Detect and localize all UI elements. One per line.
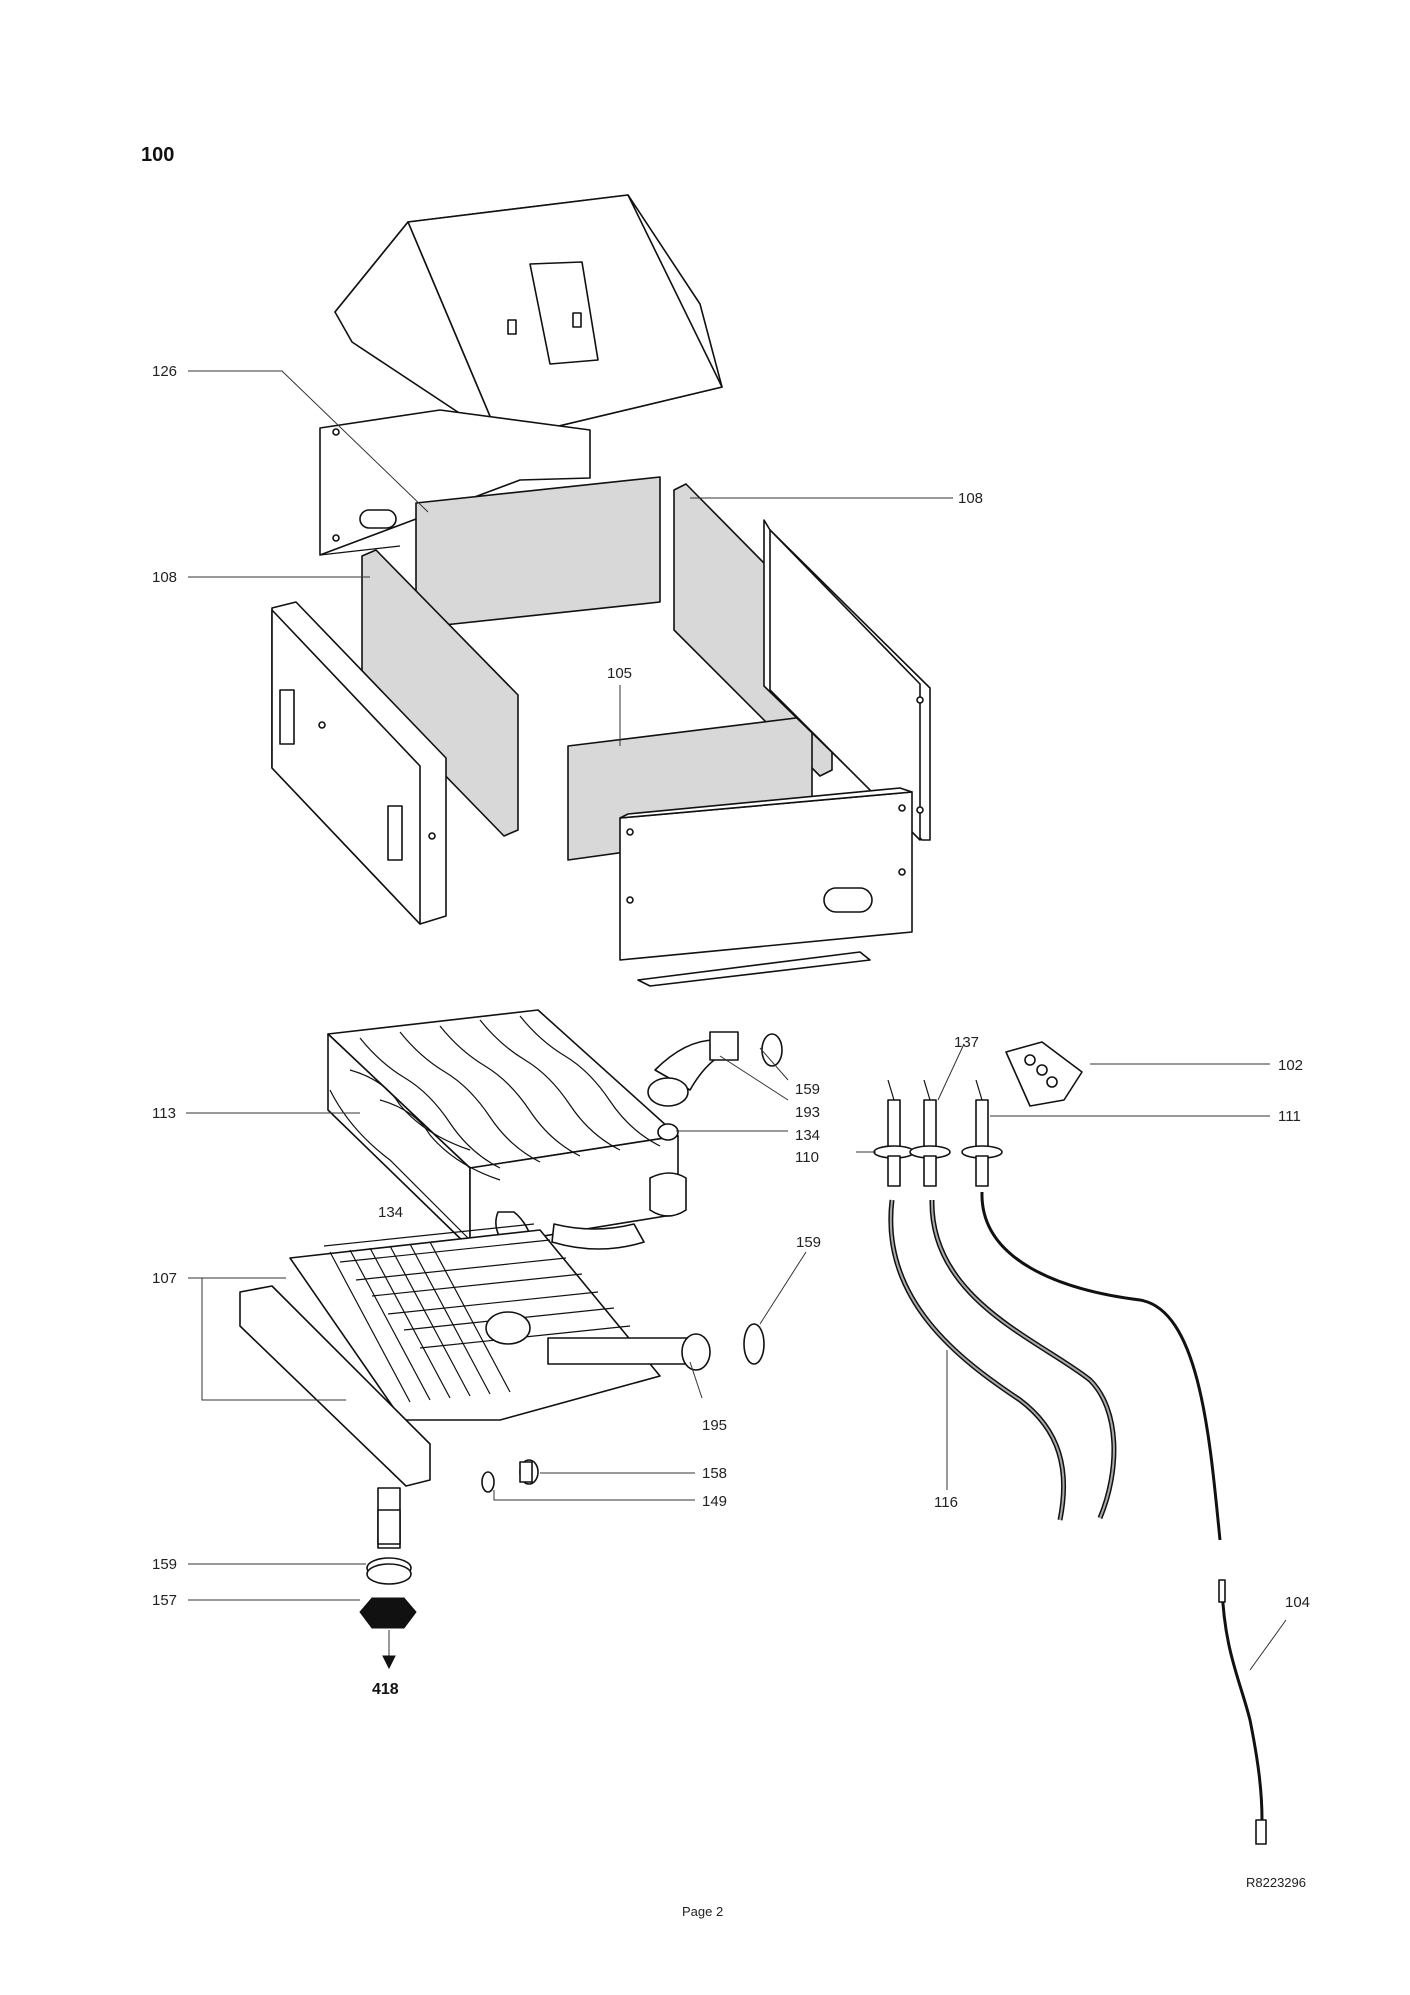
section-number: 100 (141, 144, 174, 166)
screw-and-washer (481, 1459, 539, 1493)
callout-158: 158 (702, 1465, 727, 1482)
callout-113: 113 (152, 1105, 176, 1122)
drawing-reference: R8223296 (1246, 1875, 1306, 1890)
flue-hood (334, 194, 723, 441)
callout-126: 126 (152, 363, 177, 380)
washer-159 (743, 1323, 765, 1365)
callout-104: 104 (1285, 1594, 1310, 1611)
ignition-cables (888, 1191, 1222, 1541)
callout-149: 149 (702, 1493, 727, 1510)
callout-159-lower: 159 (152, 1556, 177, 1573)
base-strip (637, 951, 871, 987)
callout-137: 137 (954, 1034, 979, 1051)
callout-134-left: 134 (378, 1204, 403, 1221)
callout-110: 110 (795, 1149, 819, 1166)
callout-157: 157 (152, 1592, 177, 1609)
callout-111: 111 (1278, 1108, 1301, 1125)
gasket-102 (1005, 1041, 1083, 1107)
insulation-panel-back (415, 476, 661, 629)
callout-105: 105 (607, 665, 632, 682)
burner-assembly (239, 1223, 711, 1549)
left-side-panel (271, 601, 447, 925)
callout-108-left: 108 (152, 569, 177, 586)
back-panel-126 (319, 409, 591, 556)
washer-nut-stack (359, 1557, 417, 1670)
callout-193: 193 (795, 1104, 820, 1121)
heat-exchanger-113 (327, 1009, 679, 1249)
callout-108-right: 108 (958, 490, 983, 507)
page-label: Page 2 (682, 1904, 723, 1919)
callout-107: 107 (152, 1270, 177, 1287)
callout-116: 116 (934, 1494, 958, 1511)
callout-195: 195 (702, 1417, 727, 1434)
leader-lines (186, 370, 1287, 1671)
electrodes (873, 1079, 1003, 1187)
callout-102: 102 (1278, 1057, 1303, 1074)
front-panel (619, 787, 913, 961)
callout-159-upper: 159 (795, 1081, 820, 1098)
callout-159-middle: 159 (796, 1234, 821, 1251)
callout-134-right: 134 (795, 1127, 820, 1144)
right-side-panel (763, 519, 931, 841)
sensor-cable-104 (1218, 1579, 1267, 1845)
outlet-reference: 418 (372, 1681, 399, 1698)
